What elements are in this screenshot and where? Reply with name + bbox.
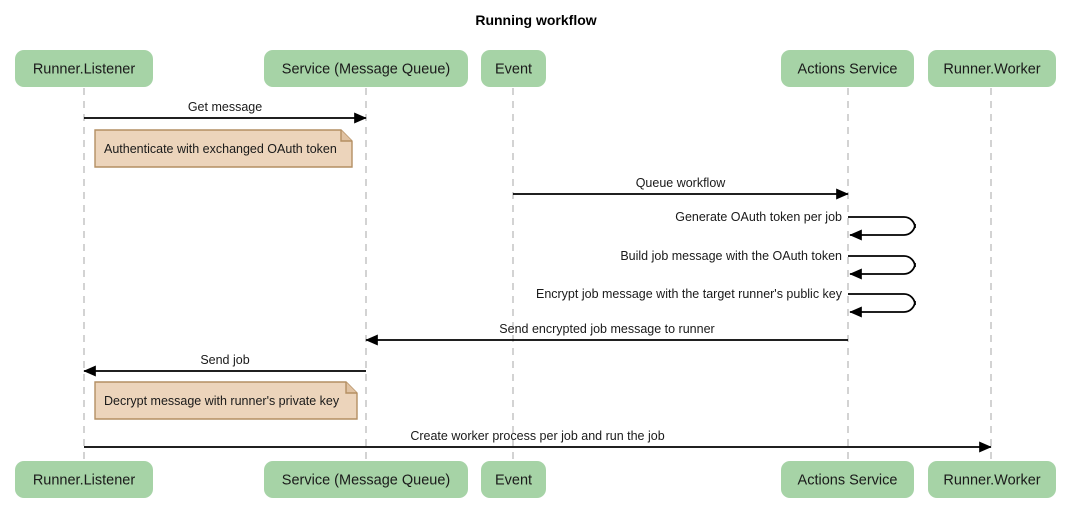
message-label-create-worker-process-per-job-and-run-the-job: Create worker process per job and run th…	[410, 429, 664, 443]
message-label-get-message: Get message	[188, 100, 262, 114]
message-label-generate-oauth-token-per-job: Generate OAuth token per job	[675, 210, 842, 224]
note-body-note-decrypt	[94, 381, 358, 420]
message-label-build-job-message-with-the-oauth-token: Build job message with the OAuth token	[620, 249, 842, 263]
note-label-note-decrypt: Decrypt message with runner's private ke…	[104, 394, 340, 408]
participant-runner-listener-top[interactable]: Runner.Listener	[15, 50, 153, 87]
participant-box-service-message-queue	[264, 50, 468, 87]
lifelines-group	[83, 88, 992, 461]
note-fold-note-authenticate	[340, 130, 352, 142]
message-send-encrypted-job-message-to-runner: Send encrypted job message to runner	[365, 322, 848, 346]
message-arrow-encrypt-job-message-with-the-target-runners-public-key	[848, 293, 916, 318]
participant-label-runner-worker: Runner.Worker	[943, 472, 1040, 488]
participant-box-runner-worker	[928, 50, 1056, 87]
note-label-note-authenticate: Authenticate with exchanged OAuth token	[104, 142, 337, 156]
message-queue-workflow: Queue workflow	[513, 176, 849, 200]
participant-box-runner-worker	[928, 461, 1056, 498]
participants-top-group: Runner.Listener Service (Message Queue) Ev…	[15, 50, 1056, 87]
message-build-job-message-with-the-oauth-token: Build job message with the OAuth token	[620, 249, 916, 280]
message-label-queue-workflow: Queue workflow	[636, 176, 727, 190]
participant-box-actions-service	[781, 50, 914, 87]
participant-box-service-message-queue	[264, 461, 468, 498]
participant-box-runner-listener	[15, 461, 153, 498]
participant-runner-worker-top[interactable]: Runner.Worker	[928, 50, 1056, 87]
participant-service-message-queue-bottom[interactable]: Service (Message Queue)	[264, 461, 468, 498]
message-get-message: Get message	[84, 100, 367, 124]
diagram-title: Running workflow	[475, 12, 596, 28]
participant-box-actions-service	[781, 461, 914, 498]
message-send-job: Send job	[83, 353, 366, 377]
participant-runner-worker-bottom[interactable]: Runner.Worker	[928, 461, 1056, 498]
participant-label-service-message-queue: Service (Message Queue)	[282, 61, 450, 77]
participant-label-service-message-queue: Service (Message Queue)	[282, 472, 450, 488]
message-generate-oauth-token-per-job: Generate OAuth token per job	[675, 210, 916, 241]
participants-bottom-group: Runner.Listener Service (Message Queue) Ev…	[15, 461, 1056, 498]
message-label-send-encrypted-job-message-to-runner: Send encrypted job message to runner	[499, 322, 714, 336]
note-note-decrypt: Decrypt message with runner's private ke…	[94, 381, 358, 420]
participant-actions-service-bottom[interactable]: Actions Service	[781, 461, 914, 498]
participant-label-event: Event	[495, 472, 532, 488]
participant-label-actions-service: Actions Service	[798, 472, 898, 488]
participant-box-event	[481, 461, 546, 498]
participant-event-bottom[interactable]: Event	[481, 461, 546, 498]
message-encrypt-job-message-with-the-target-runners-public-key: Encrypt job message with the target runn…	[536, 287, 916, 318]
note-note-authenticate: Authenticate with exchanged OAuth token	[94, 129, 353, 168]
message-label-encrypt-job-message-with-the-target-runners-public-key: Encrypt job message with the target runn…	[536, 287, 843, 301]
participant-box-event	[481, 50, 546, 87]
participant-label-runner-worker: Runner.Worker	[943, 61, 1040, 77]
message-create-worker-process-per-job-and-run-the-job: Create worker process per job and run th…	[84, 429, 992, 453]
message-arrow-generate-oauth-token-per-job	[848, 216, 916, 241]
note-body-note-authenticate	[94, 129, 353, 168]
participant-event-top[interactable]: Event	[481, 50, 546, 87]
participant-label-actions-service: Actions Service	[798, 61, 898, 77]
notes-group: Authenticate with exchanged OAuth tokenD…	[94, 129, 358, 420]
participant-label-runner-listener: Runner.Listener	[33, 61, 136, 77]
note-fold-note-decrypt	[345, 382, 357, 394]
participant-label-runner-listener: Runner.Listener	[33, 472, 136, 488]
participant-runner-listener-bottom[interactable]: Runner.Listener	[15, 461, 153, 498]
message-arrow-build-job-message-with-the-oauth-token	[848, 255, 916, 280]
participant-box-runner-listener	[15, 50, 153, 87]
participant-service-message-queue-top[interactable]: Service (Message Queue)	[264, 50, 468, 87]
participant-label-event: Event	[495, 61, 532, 77]
message-label-send-job: Send job	[200, 353, 249, 367]
participant-actions-service-top[interactable]: Actions Service	[781, 50, 914, 87]
